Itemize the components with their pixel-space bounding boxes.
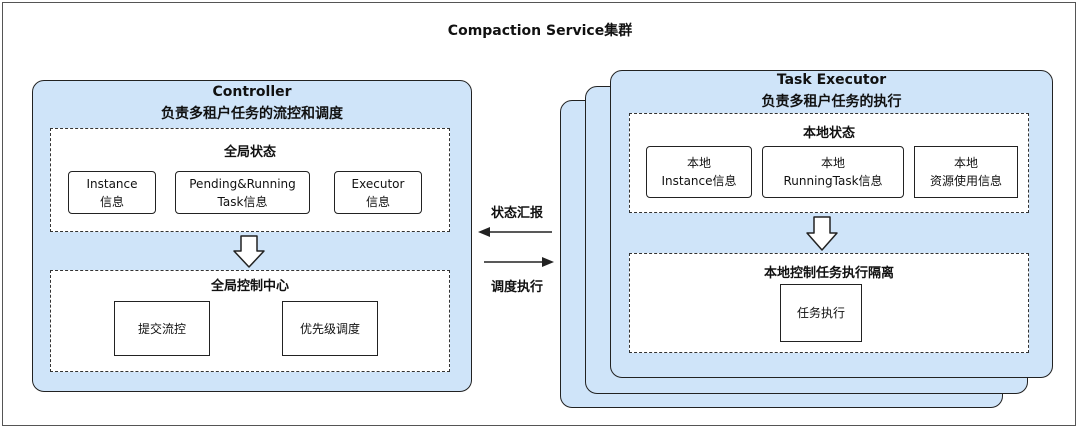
controller-down-arrow-icon — [233, 235, 265, 268]
dispatch-execute-label: 调度执行 — [490, 280, 543, 295]
executor-info-line2: 信息 — [365, 194, 390, 209]
local-control-title: 本地控制任务执行隔离 — [763, 266, 894, 281]
dispatch-arrow — [484, 257, 554, 267]
task-execution-box: 任务执行 — [780, 284, 862, 342]
pending-running-line1: Pending&Running — [189, 176, 296, 191]
executor-name: Task Executor — [776, 72, 887, 88]
priority-scheduling-box: 优先级调度 — [282, 301, 378, 356]
status-report-label: 状态汇报 — [490, 206, 543, 221]
global-state-title: 全局状态 — [223, 145, 276, 160]
status-report-arrow — [478, 227, 552, 237]
submit-flow-control-box: 提交流控 — [114, 301, 210, 356]
instance-info-line2: 信息 — [99, 194, 124, 209]
local-resource-line2: 资源使用信息 — [929, 174, 1002, 188]
task-execution-label: 任务执行 — [796, 306, 845, 320]
local-instance-line2: Instance信息 — [661, 174, 737, 188]
instance-info-line1: Instance — [86, 176, 138, 191]
controller-name: Controller — [212, 84, 292, 100]
local-running-task-box: 本地 RunningTask信息 — [762, 146, 904, 198]
submit-flow-control-label: 提交流控 — [137, 321, 186, 336]
executor-info-line1: Executor — [351, 176, 405, 191]
executor-down-arrow-icon — [806, 216, 838, 251]
pending-running-task-box: Pending&Running Task信息 — [175, 171, 310, 214]
local-instance-line1: 本地 — [686, 156, 711, 170]
local-state-title: 本地状态 — [802, 126, 855, 141]
local-running-task-line1: 本地 — [820, 156, 845, 170]
pending-running-line2: Task信息 — [217, 194, 268, 209]
instance-info-box: Instance 信息 — [68, 171, 156, 214]
diagram-title: Compaction Service集群 — [447, 23, 633, 39]
executor-info-box: Executor 信息 — [334, 171, 422, 214]
local-running-task-line2: RunningTask信息 — [783, 174, 883, 188]
local-resource-line1: 本地 — [953, 156, 978, 170]
global-control-title: 全局控制中心 — [210, 279, 289, 294]
local-instance-info-box: 本地 Instance信息 — [646, 146, 752, 198]
controller-desc: 负责多租户任务的流控和调度 — [161, 106, 343, 122]
executor-desc: 负责多租户任务的执行 — [761, 94, 902, 110]
priority-scheduling-label: 优先级调度 — [299, 321, 360, 336]
local-resource-info-box: 本地 资源使用信息 — [914, 146, 1018, 198]
